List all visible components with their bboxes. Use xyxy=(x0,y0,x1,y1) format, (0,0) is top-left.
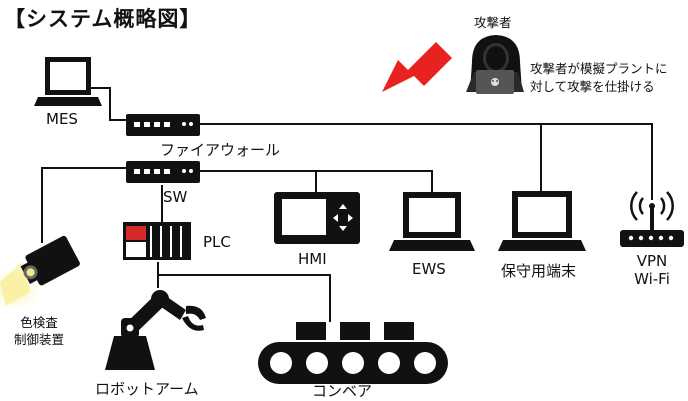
inspection-label-line2: 制御装置 xyxy=(13,332,64,347)
ews-laptop-icon xyxy=(389,192,475,251)
vpn-label: VPN xyxy=(636,252,668,270)
network-lines xyxy=(41,87,653,322)
wifi-label: Wi-Fi xyxy=(634,270,670,288)
plc-icon xyxy=(123,222,191,260)
mes-label: MES xyxy=(46,110,78,128)
maintenance-laptop-icon xyxy=(498,191,586,251)
plc-label: PLC xyxy=(203,233,231,251)
inspection-label-line1: 色検査 xyxy=(20,315,58,330)
mes-laptop-icon xyxy=(34,57,102,106)
hacker-icon xyxy=(466,35,524,94)
conveyor-label: コンベア xyxy=(312,382,373,400)
sw-switch-icon xyxy=(126,161,200,183)
diagram-title: 【システム概略図】 xyxy=(4,7,202,31)
firewall-label: ファイアウォール xyxy=(160,141,281,159)
hmi-label: HMI xyxy=(298,250,327,268)
firewall-switch-icon xyxy=(126,114,200,136)
robot-arm-label: ロボットアーム xyxy=(95,380,199,398)
camera-icon xyxy=(0,235,80,310)
wifi-router-icon xyxy=(620,191,684,247)
attacker-note-line2: 対して攻撃を仕掛ける xyxy=(530,79,655,94)
hmi-icon xyxy=(274,192,360,244)
attacker-note-line1: 攻撃者が模擬プラントに xyxy=(530,61,668,76)
robot-arm-icon xyxy=(105,290,206,370)
attacker-label: 攻撃者 xyxy=(474,15,512,30)
sw-label: SW xyxy=(163,188,188,206)
conveyor-icon xyxy=(258,322,448,384)
maintenance-terminal-label: 保守用端末 xyxy=(501,262,577,280)
ews-label: EWS xyxy=(412,260,446,278)
attack-arrow-icon xyxy=(382,42,452,92)
